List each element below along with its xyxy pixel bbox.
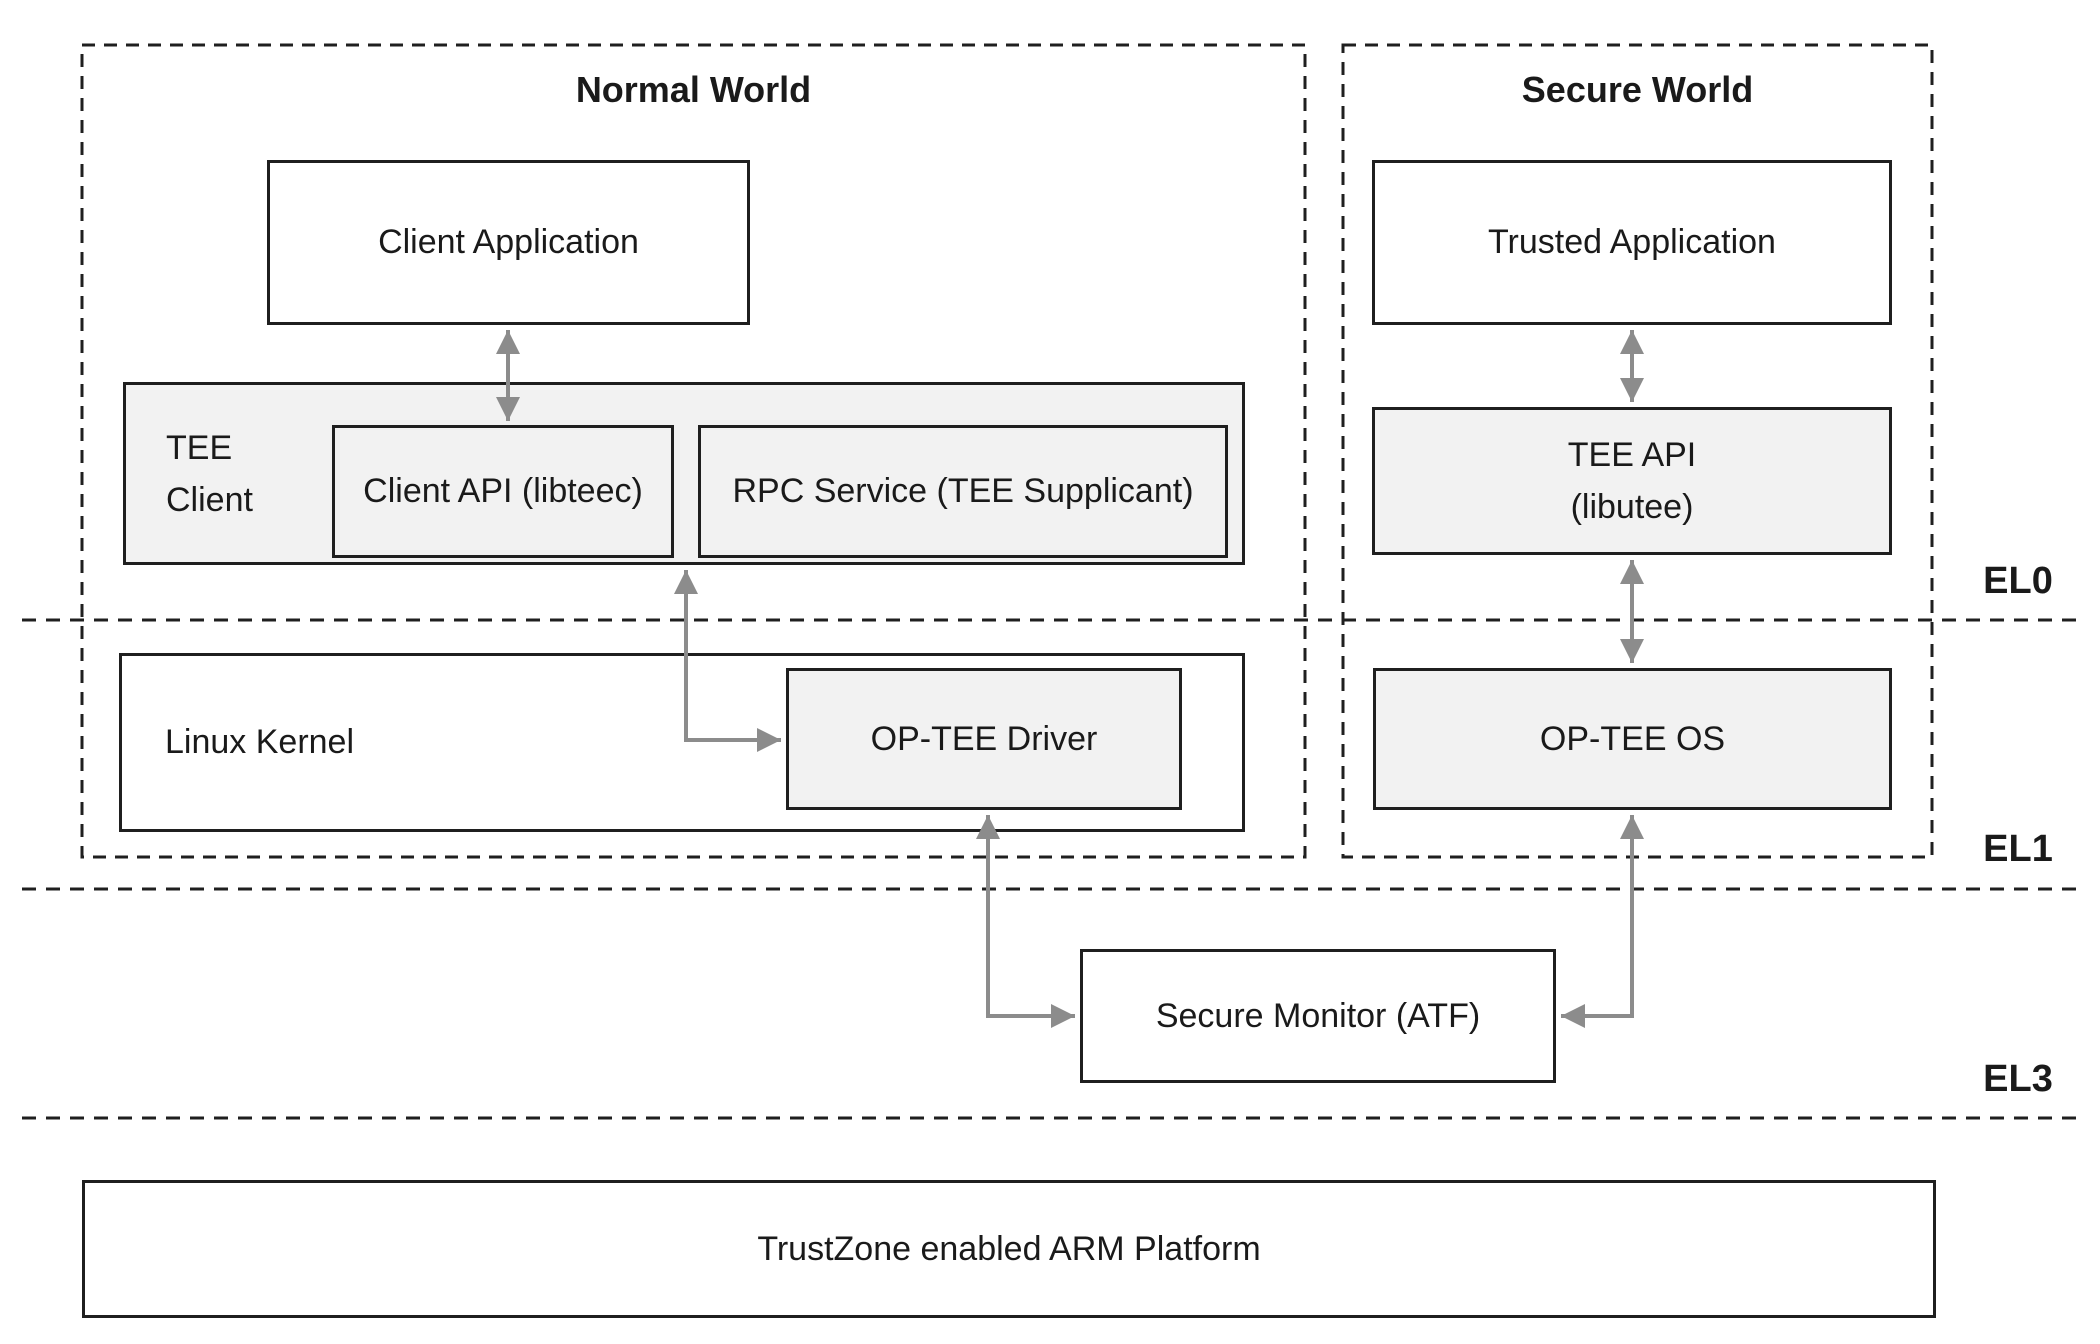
client-api-box: Client API (libteec) [332,425,674,558]
secure-monitor-label: Secure Monitor (ATF) [1155,996,1481,1035]
tee-api-label: TEE API (libutee) [1568,429,1697,533]
op-tee-os-label: OP-TEE OS [1539,719,1726,758]
trustzone-platform-label: TrustZone enabled ARM Platform [757,1229,1261,1268]
normal-world-title: Normal World [575,69,812,110]
el3-label: EL3 [1983,1058,2053,1100]
normal-world-dashed-border [80,43,1307,859]
tee-api-label-line1: TEE API [1567,436,1697,474]
el0-label: EL0 [1983,560,2053,602]
op-tee-os-box: OP-TEE OS [1373,668,1892,810]
trustzone-platform-box: TrustZone enabled ARM Platform [82,1180,1936,1318]
op-tee-driver-box: OP-TEE Driver [786,668,1182,810]
el1-label: EL1 [1983,828,2053,870]
client-application-label: Client Application [378,223,639,262]
tee-client-label-line2: Client [166,480,253,519]
trusted-application-box: Trusted Application [1372,160,1892,325]
rpc-service-box: RPC Service (TEE Supplicant) [698,425,1228,558]
secure-world-title: Secure World [1521,69,1754,110]
tee-api-label-line2: (libutee) [1570,488,1694,526]
client-api-label: Client API (libteec) [363,472,643,511]
tee-client-label-line1: TEE [166,428,233,467]
op-tee-driver-label: OP-TEE Driver [870,719,1098,758]
secure-monitor-box: Secure Monitor (ATF) [1080,949,1556,1083]
rpc-service-label: RPC Service (TEE Supplicant) [732,472,1194,511]
client-application-box: Client Application [267,160,750,325]
trusted-application-label: Trusted Application [1488,223,1776,262]
tee-api-box: TEE API (libutee) [1372,407,1892,555]
tee-client-label: TEE Client [166,422,253,526]
linux-kernel-label: Linux Kernel [165,723,355,762]
